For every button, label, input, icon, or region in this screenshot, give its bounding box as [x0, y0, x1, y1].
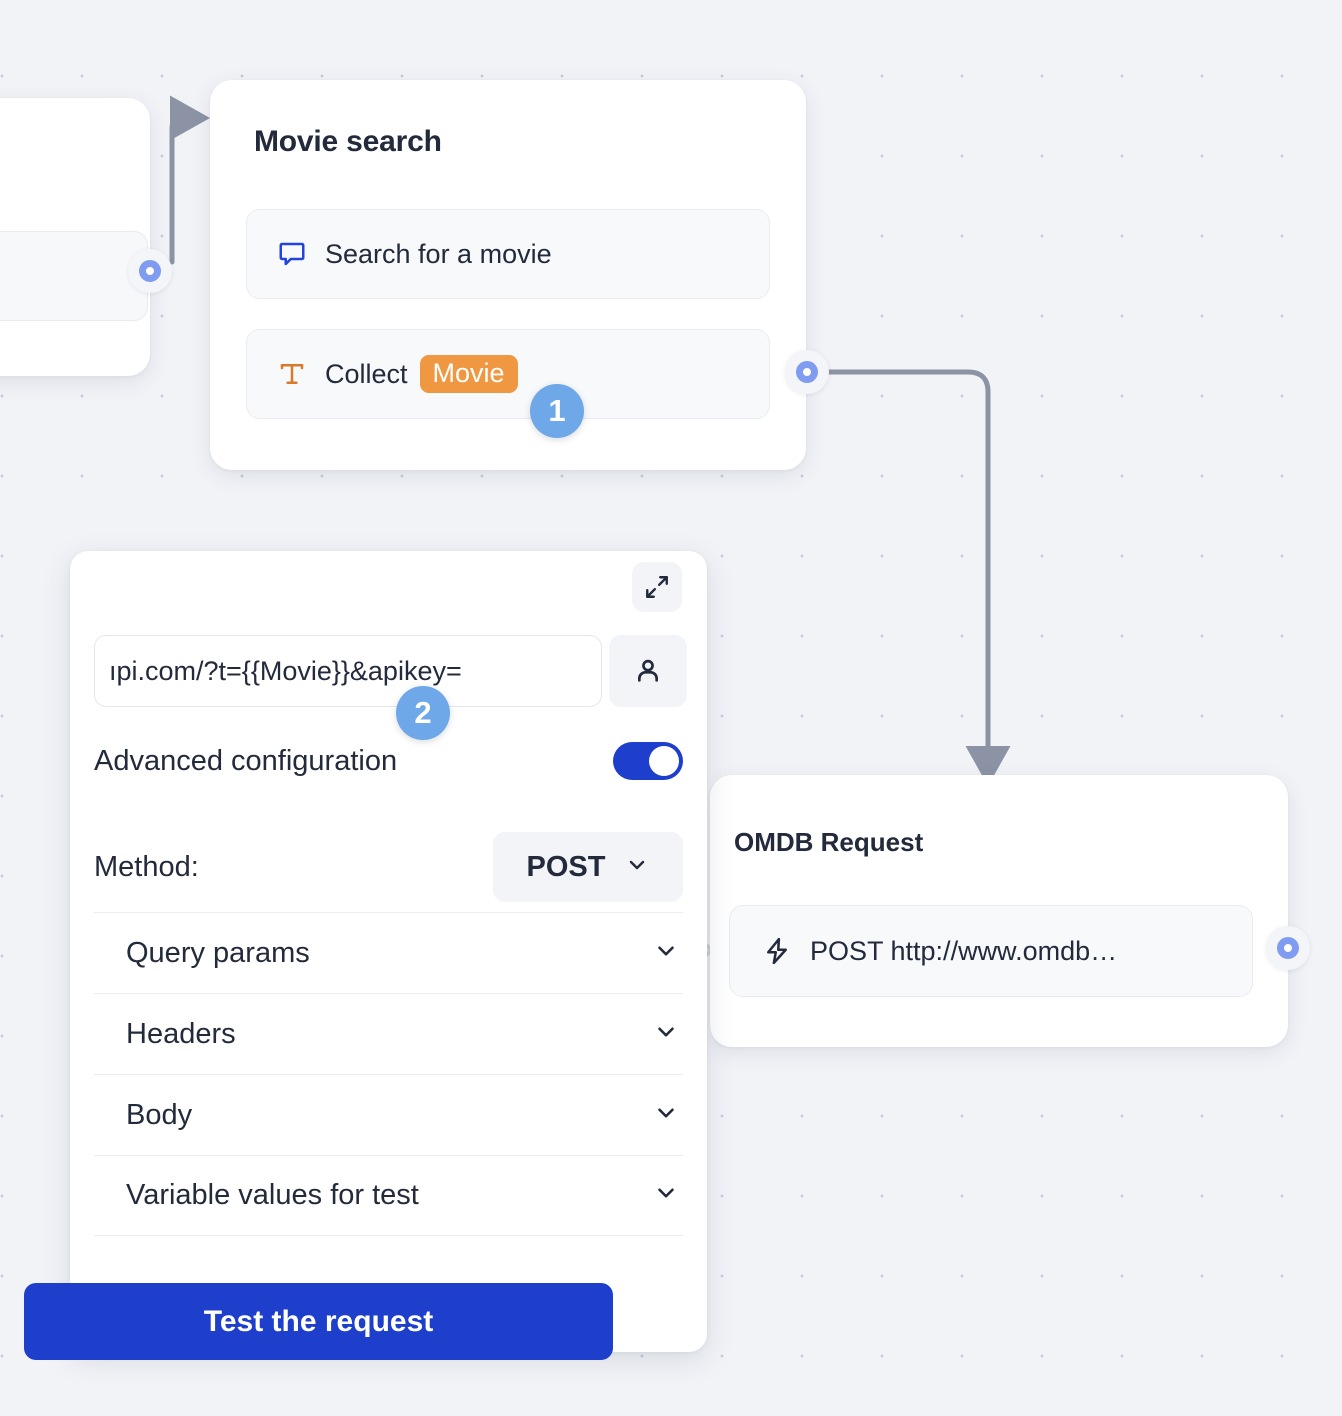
- omdb-request-node[interactable]: OMDB Request POST http://www.omdb…: [710, 775, 1288, 1047]
- chevron-down-icon[interactable]: [653, 938, 679, 969]
- connection-port-left-node-output[interactable]: [128, 249, 172, 293]
- accordion-item-variable-values-for-test[interactable]: Variable values for test: [94, 1155, 683, 1236]
- accordion-item-headers[interactable]: Headers: [94, 993, 683, 1074]
- chevron-down-icon[interactable]: [653, 1180, 679, 1211]
- test-the-request-button[interactable]: Test the request: [24, 1283, 613, 1360]
- node-row-label: Search for a movie: [325, 238, 552, 269]
- node-row-label: Collect: [325, 358, 408, 389]
- connector-left-to-movie: [169, 95, 210, 265]
- method-label: Method:: [94, 850, 199, 883]
- node-row-omdb-request[interactable]: POST http://www.omdb…: [729, 905, 1253, 997]
- movie-search-node[interactable]: Movie search Search for a movie Collect: [210, 80, 806, 470]
- expand-diagonal-icon[interactable]: [632, 562, 682, 612]
- movie-search-title: Movie search: [254, 125, 442, 158]
- configuration-accordion: Query params Headers Body Variable value…: [94, 912, 683, 1236]
- accordion-item-query-params[interactable]: Query params: [94, 912, 683, 993]
- connector-movie-to-omdb: [825, 369, 1011, 786]
- step-marker-2: 2: [396, 686, 450, 740]
- chevron-down-icon[interactable]: [653, 1100, 679, 1131]
- variable-chip-movie[interactable]: Movie: [419, 354, 518, 394]
- lightning-bolt-icon: [760, 934, 794, 968]
- connection-port-movie-search-output[interactable]: [785, 350, 829, 394]
- advanced-configuration-toggle[interactable]: [613, 742, 683, 780]
- request-url-input[interactable]: [94, 635, 602, 707]
- partial-node-row[interactable]: [0, 231, 148, 321]
- chevron-down-icon: [625, 853, 649, 882]
- node-row-search-for-a-movie[interactable]: Search for a movie: [246, 209, 770, 299]
- node-row-collect[interactable]: Collect Movie: [246, 329, 770, 419]
- method-select[interactable]: POST: [493, 832, 683, 902]
- chevron-down-icon[interactable]: [653, 1019, 679, 1050]
- advanced-configuration-row[interactable]: Advanced configuration: [94, 742, 683, 780]
- chat-bubble-icon: [275, 237, 309, 271]
- request-url-row[interactable]: [94, 635, 687, 707]
- request-configuration-panel[interactable]: Advanced configuration Method: POST Quer…: [70, 551, 707, 1352]
- omdb-request-title: OMDB Request: [734, 827, 924, 857]
- advanced-configuration-label: Advanced configuration: [94, 744, 398, 777]
- accordion-label: Query params: [126, 936, 310, 969]
- node-row-label: POST http://www.omdb…: [810, 935, 1118, 966]
- step-marker-1: 1: [530, 384, 584, 438]
- person-icon[interactable]: [609, 635, 687, 707]
- partial-node-card[interactable]: [0, 98, 150, 376]
- accordion-label: Headers: [126, 1017, 236, 1050]
- accordion-label: Body: [126, 1098, 193, 1131]
- method-selected-value: POST: [526, 850, 606, 883]
- method-row: Method: POST: [94, 832, 683, 902]
- text-T-icon: [275, 357, 309, 391]
- accordion-item-body[interactable]: Body: [94, 1074, 683, 1155]
- connection-port-omdb-output[interactable]: [1266, 926, 1310, 970]
- accordion-label: Variable values for test: [126, 1179, 419, 1211]
